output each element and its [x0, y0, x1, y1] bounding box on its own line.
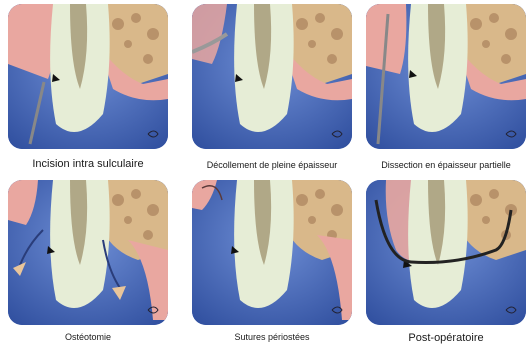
panel-post-operatoire [366, 180, 526, 325]
illustration-decollement [192, 4, 352, 149]
illustration-post-operatoire [366, 180, 526, 325]
illustration-osteotomie [8, 180, 168, 325]
caption-sutures: Sutures périostées [184, 332, 360, 342]
illustration-dissection [366, 4, 526, 149]
panel-dissection [366, 4, 526, 149]
panel-decollement [192, 4, 352, 149]
panel-osteotomie [8, 180, 168, 325]
caption-dissection: Dissection en épaisseur partielle [358, 160, 530, 170]
panel-incision-intra-sulculaire [8, 4, 168, 149]
caption-post-operatoire: Post-opératoire [358, 332, 530, 344]
caption-incision: Incision intra sulculaire [0, 158, 176, 170]
caption-decollement: Décollement de pleine épaisseur [184, 160, 360, 170]
illustration-incision [8, 4, 168, 149]
illustration-sutures [192, 180, 352, 325]
panel-sutures [192, 180, 352, 325]
caption-osteotomie: Ostéotomie [0, 332, 176, 342]
